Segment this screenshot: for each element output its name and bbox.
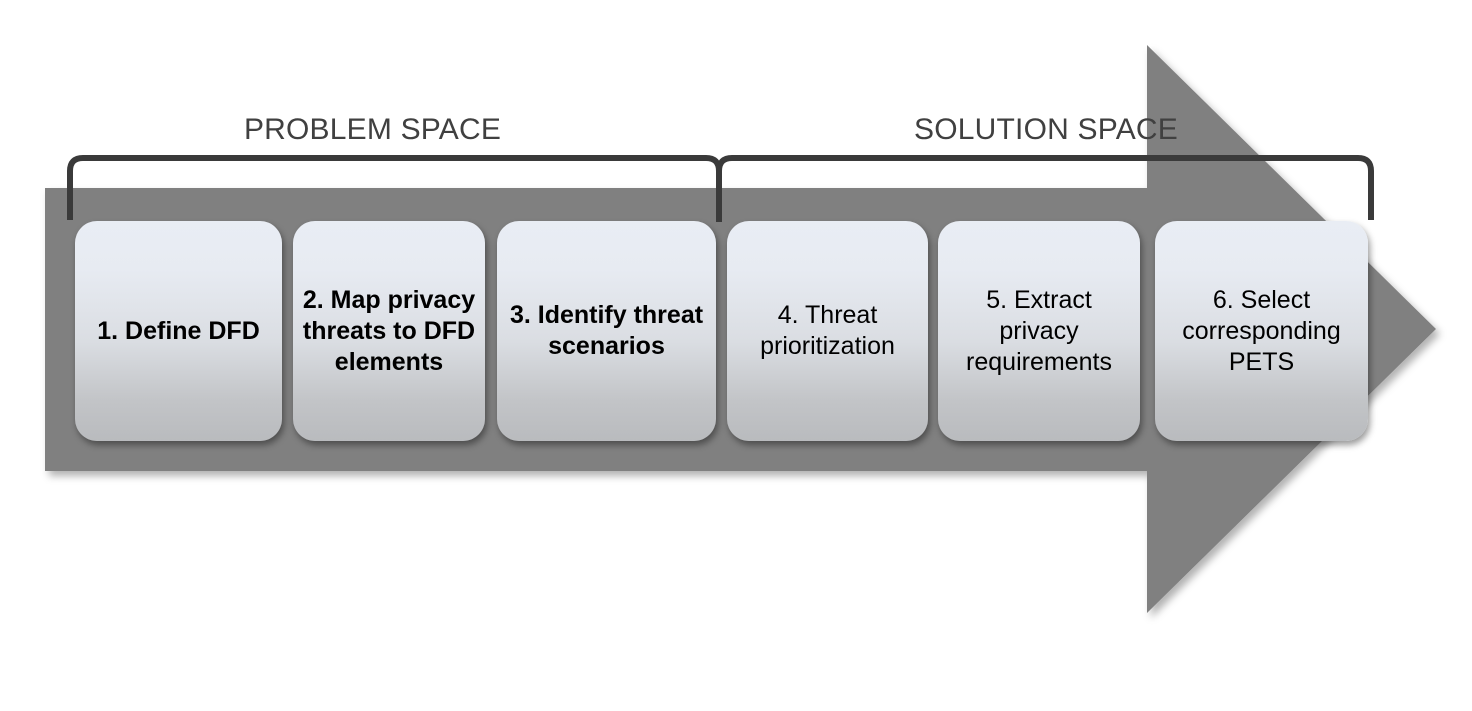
step-box-6[interactable]: 6. Select corresponding PETS [1155, 221, 1368, 441]
step-box-3[interactable]: 3. Identify threat scenarios [497, 221, 716, 441]
bracket-problem-space [67, 155, 722, 222]
phase-label-problem-space: PROBLEM SPACE [243, 113, 502, 146]
step-label-5: 5. Extract privacy requirements [966, 285, 1112, 376]
step-box-4[interactable]: 4. Threat prioritization [727, 221, 928, 441]
step-label-2: 2. Map privacy threats to DFD elements [302, 285, 476, 376]
step-box-1[interactable]: 1. Define DFD [75, 221, 282, 441]
step-label-4: 4. Threat prioritization [760, 301, 895, 360]
step-label-1: 1. Define DFD [97, 316, 260, 345]
step-label-6: 6. Select corresponding PETS [1182, 285, 1341, 376]
step-label-3: 3. Identify threat scenarios [509, 301, 704, 360]
bracket-solution-space [716, 155, 1374, 222]
step-box-5[interactable]: 5. Extract privacy requirements [938, 221, 1140, 441]
phase-label-solution-space: SOLUTION SPACE [914, 113, 1178, 146]
step-box-2[interactable]: 2. Map privacy threats to DFD elements [293, 221, 485, 441]
